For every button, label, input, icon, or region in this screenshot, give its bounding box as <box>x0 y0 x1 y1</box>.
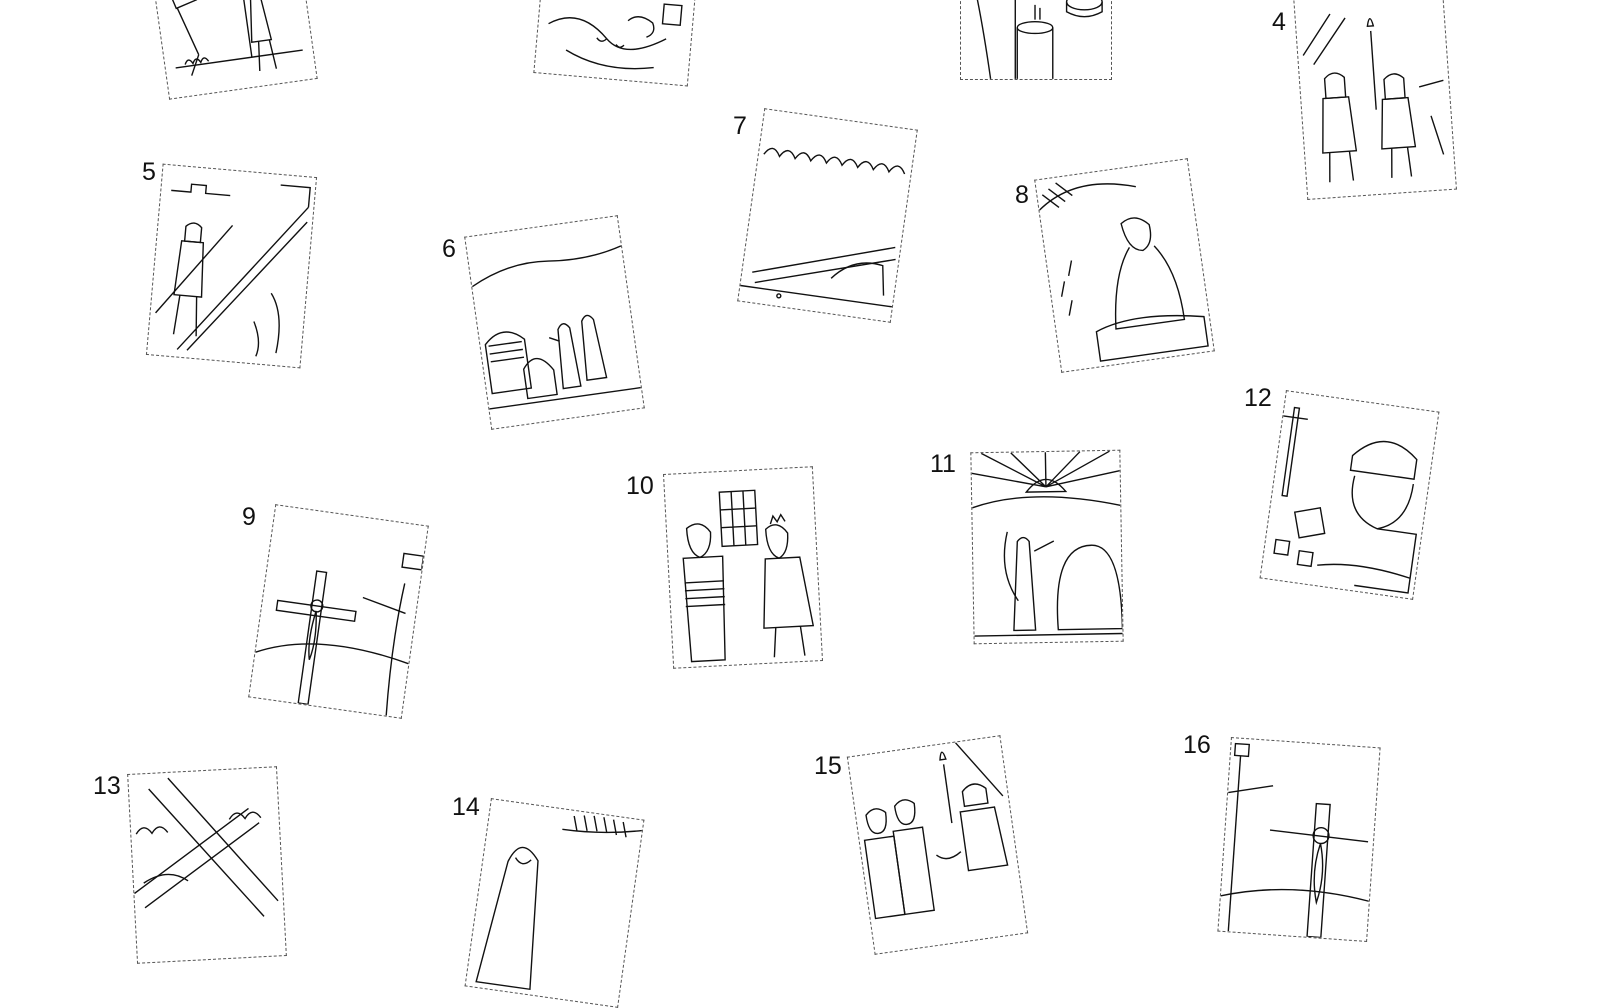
card-number-6: 6 <box>442 235 456 263</box>
scene-card-8 <box>1034 158 1215 373</box>
card-number-15: 15 <box>814 752 842 780</box>
scene-card-10 <box>663 466 823 669</box>
cross-and-crown-illustration <box>128 767 286 962</box>
soldier-and-cross-illustration <box>147 165 316 368</box>
scene-card-4 <box>1293 0 1457 200</box>
crucified-man-with-sign-illustration <box>1218 738 1379 941</box>
card-number-14: 14 <box>452 793 480 821</box>
card-number-10: 10 <box>626 472 654 500</box>
man-seated-illustration <box>1035 159 1213 371</box>
fallen-cross-illustration <box>738 109 916 321</box>
scene-card-5 <box>145 163 318 369</box>
card-number-16: 16 <box>1183 731 1211 759</box>
card-number-9: 9 <box>242 503 256 531</box>
card-number-13: 13 <box>93 772 121 800</box>
scene-card-16 <box>1217 737 1381 942</box>
card-number-7: 7 <box>733 112 747 140</box>
women-at-tomb-illustration <box>465 216 643 428</box>
scene-card-6 <box>464 215 645 430</box>
scene-card-11 <box>970 449 1124 645</box>
scene-card-13 <box>127 766 287 964</box>
card-number-4: 4 <box>1272 8 1286 36</box>
card-number-5: 5 <box>142 158 156 186</box>
soldiers-with-torch-illustration <box>1294 0 1456 199</box>
bound-man-and-king-illustration <box>664 467 822 667</box>
scene-card-top-3 <box>960 0 1112 80</box>
scene-card-14 <box>464 798 645 1008</box>
veiled-woman-illustration <box>466 799 644 1006</box>
scene-card-7 <box>737 108 918 323</box>
hands-washing-illustration <box>534 0 700 85</box>
card-number-12: 12 <box>1244 384 1272 412</box>
scene-card-9 <box>248 504 429 719</box>
scene-card-12 <box>1259 390 1440 600</box>
card-number-11: 11 <box>930 450 956 478</box>
arrest-with-torch-illustration <box>848 736 1027 953</box>
scene-card-top-1 <box>148 0 318 100</box>
scene-card-top-2 <box>533 0 702 87</box>
soldier-casting-dice-illustration <box>1261 391 1439 598</box>
scene-card-15 <box>846 735 1029 955</box>
angel-at-tomb-illustration <box>971 451 1122 644</box>
crucifixion-illustration <box>249 505 427 717</box>
card-number-8: 8 <box>1015 181 1029 209</box>
hand-washing-basin-illustration <box>961 0 1111 79</box>
soldier-with-hammer-illustration <box>149 0 316 99</box>
